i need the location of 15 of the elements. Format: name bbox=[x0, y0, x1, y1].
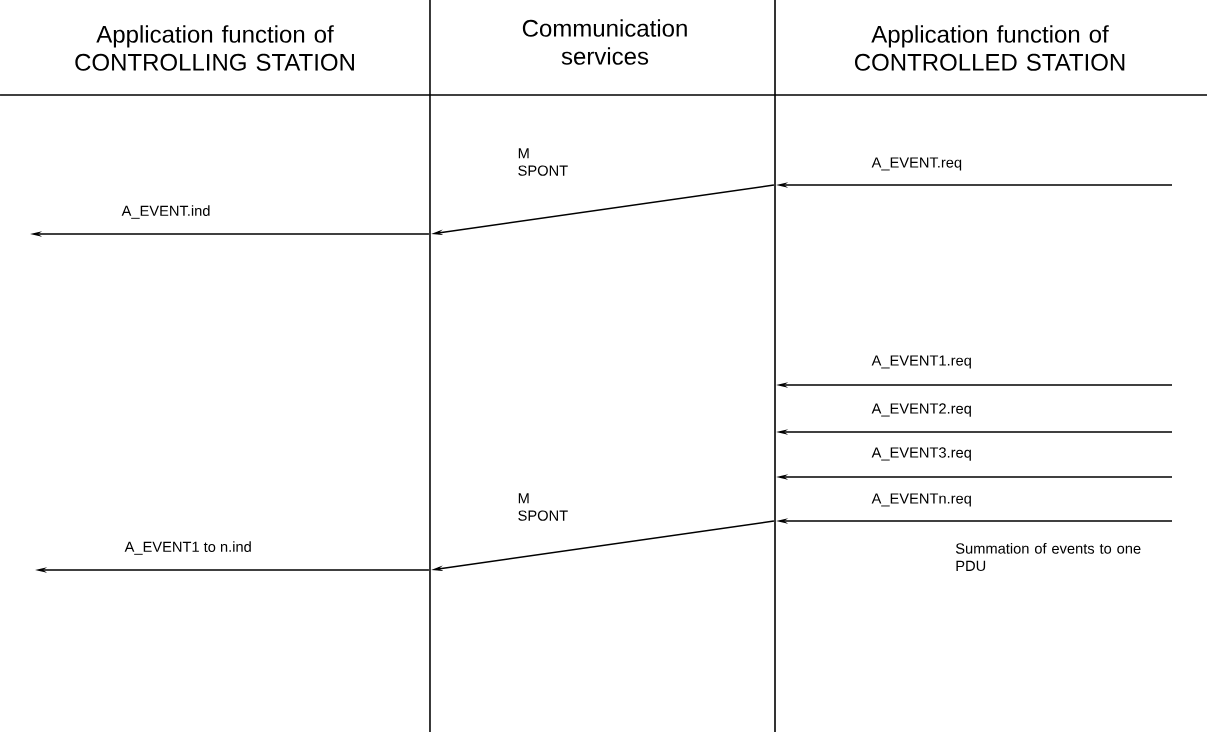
edge-label: M SPONT bbox=[518, 493, 568, 521]
edge-label: A_EVENT1 to n.ind bbox=[124, 541, 251, 555]
note: Summation of events to one PDU bbox=[955, 542, 1141, 572]
edge-label: A_EVENT.ind bbox=[121, 205, 210, 219]
edge-label: A_EVENTn.req bbox=[871, 493, 971, 507]
edge-label: A_EVENT1.req bbox=[871, 355, 971, 369]
edge-label: A_EVENT2.req bbox=[871, 403, 971, 417]
edge-label: A_EVENT3.req bbox=[871, 447, 971, 461]
column-heading: Application function of CONTROLLED STATION bbox=[855, 25, 1125, 71]
column-heading: Application function of CONTROLLING STATION bbox=[75, 25, 354, 71]
lifeline bbox=[429, 0, 431, 732]
edge-label: A_EVENT.req bbox=[871, 157, 962, 171]
column-heading: Communication services bbox=[522, 19, 687, 65]
edge-label: M SPONT bbox=[518, 148, 568, 176]
lifeline bbox=[774, 0, 776, 732]
